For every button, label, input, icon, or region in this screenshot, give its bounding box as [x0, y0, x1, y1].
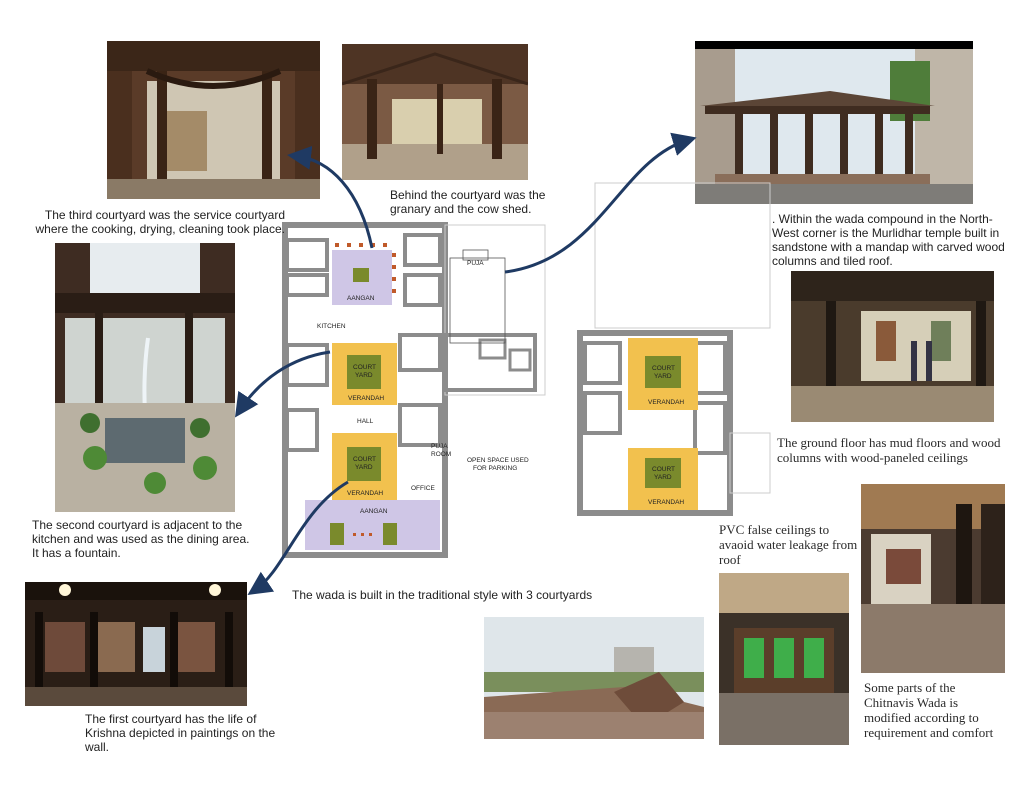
plan-label-verandah-3: VERANDAH [648, 399, 684, 406]
first-courtyard-photo [25, 582, 247, 706]
plan-label-court-3a: COURT [652, 365, 675, 372]
caption-first-courtyard: The first courtyard has the life of Kris… [85, 712, 276, 754]
plan-label-court-1a: COURT [353, 364, 376, 371]
temple-photo [695, 41, 973, 204]
plan-label-court-4a: COURT [652, 466, 675, 473]
plan-label-puja: PUJA [467, 260, 484, 267]
caption-temple: . Within the wada compound in the North-… [772, 212, 1005, 268]
plan-label-aangan-bottom: AANGAN [360, 508, 388, 515]
modified-corridor-photo [861, 484, 1005, 673]
plan-label-verandah-1: VERANDAH [348, 395, 384, 402]
caption-modified: Some parts of the Chitnavis Wada is modi… [864, 680, 994, 740]
caption-ground-floor: The ground floor has mud floors and wood… [777, 435, 1001, 465]
caption-second-courtyard: The second courtyard is adjacent to the … [32, 518, 250, 560]
granary-photo [342, 44, 528, 180]
plan-label-puja-room-b: ROOM [431, 451, 451, 458]
plan-label-aangan-top: AANGAN [347, 295, 375, 302]
plan-label-puja-room-a: PUJA [431, 443, 448, 450]
caption-traditional: The wada is built in the traditional sty… [292, 588, 593, 602]
caption-third-courtyard: The third courtyard was the service cour… [35, 208, 286, 236]
ground-floor-photo [791, 271, 994, 422]
ground-floor-plan: AANGAN KITCHEN COURT YARD VERANDAH HALL … [282, 222, 546, 558]
second-courtyard-fountain-photo [55, 243, 235, 512]
plan-label-yard-3b: YARD [654, 373, 672, 380]
plan-label-yard-1b: YARD [355, 372, 373, 379]
plan-label-open-space-a: OPEN SPACE USED [467, 457, 529, 464]
plan-label-office: OFFICE [411, 485, 435, 492]
caption-pvc: PVC false ceilings to avaoid water leaka… [719, 522, 858, 567]
plan-label-open-space-b: FOR PARKING [473, 465, 517, 472]
plan-label-verandah-2: VERANDAH [347, 490, 383, 497]
plan-label-hall: HALL [357, 418, 374, 425]
caption-granary: Behind the courtyard was the granary and… [390, 188, 546, 216]
plan-label-kitchen: KITCHEN [317, 323, 346, 330]
third-courtyard-photo [107, 41, 320, 199]
pvc-ceiling-photo [719, 573, 849, 745]
plan-label-yard-2b: YARD [355, 464, 373, 471]
first-floor-plan: COURT YARD VERANDAH COURT YARD VERANDAH [577, 182, 771, 516]
plan-label-yard-4b: YARD [654, 474, 672, 481]
plan-label-verandah-4: VERANDAH [648, 499, 684, 506]
rooftop-photo [484, 617, 704, 739]
plan-label-court-2a: COURT [353, 456, 376, 463]
